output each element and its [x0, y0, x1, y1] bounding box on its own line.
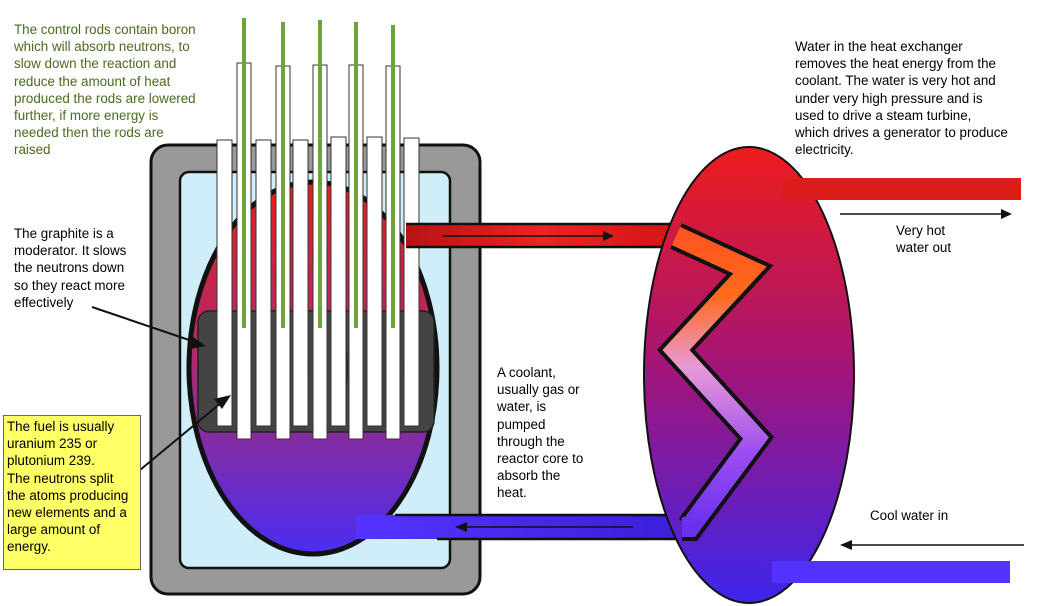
control-rod: [255, 139, 272, 427]
pointer-head: [214, 395, 231, 409]
cool-water-in-label: Cool water in: [870, 508, 949, 523]
fuel-label: The fuel is usually uranium 235 or pluto…: [3, 415, 141, 570]
flow-arrows: [443, 209, 1024, 550]
arrow-head: [603, 231, 614, 241]
rod-tip: [354, 22, 358, 328]
arrow-head: [840, 540, 852, 550]
pointer-lines: [91, 306, 231, 471]
heat-exchanger: [643, 146, 855, 604]
water-in-pipe: [772, 561, 1010, 583]
water-out-pipe: [781, 178, 1021, 200]
rod-tip: [318, 20, 322, 328]
hot-water-out-label: Very hot water out: [896, 223, 952, 256]
pointer-line: [91, 306, 199, 344]
rod-tip: [391, 25, 395, 328]
pointer-head: [190, 337, 206, 349]
control-rod: [330, 136, 347, 427]
control-rod: [292, 139, 309, 427]
control-rods: [216, 18, 420, 440]
rod-tip: [242, 18, 246, 328]
coolant-label: A coolant, usually gas or water, is pump…: [497, 365, 584, 501]
arrow-head: [1001, 209, 1012, 219]
graphite-label: The graphite is a moderator. It slows th…: [14, 226, 127, 310]
control-rods-label: The control rods contain boron which wil…: [14, 22, 196, 158]
control-rod: [216, 139, 233, 427]
rod-tip: [281, 22, 285, 328]
control-rod: [366, 136, 383, 427]
heat-exchanger-label: Water in the heat exchanger removes the …: [795, 39, 1008, 158]
pointer-line: [139, 401, 223, 471]
arrow-head: [455, 522, 467, 532]
control-rod: [403, 137, 420, 427]
heat-exchanger-coil-fill: [662, 226, 769, 537]
